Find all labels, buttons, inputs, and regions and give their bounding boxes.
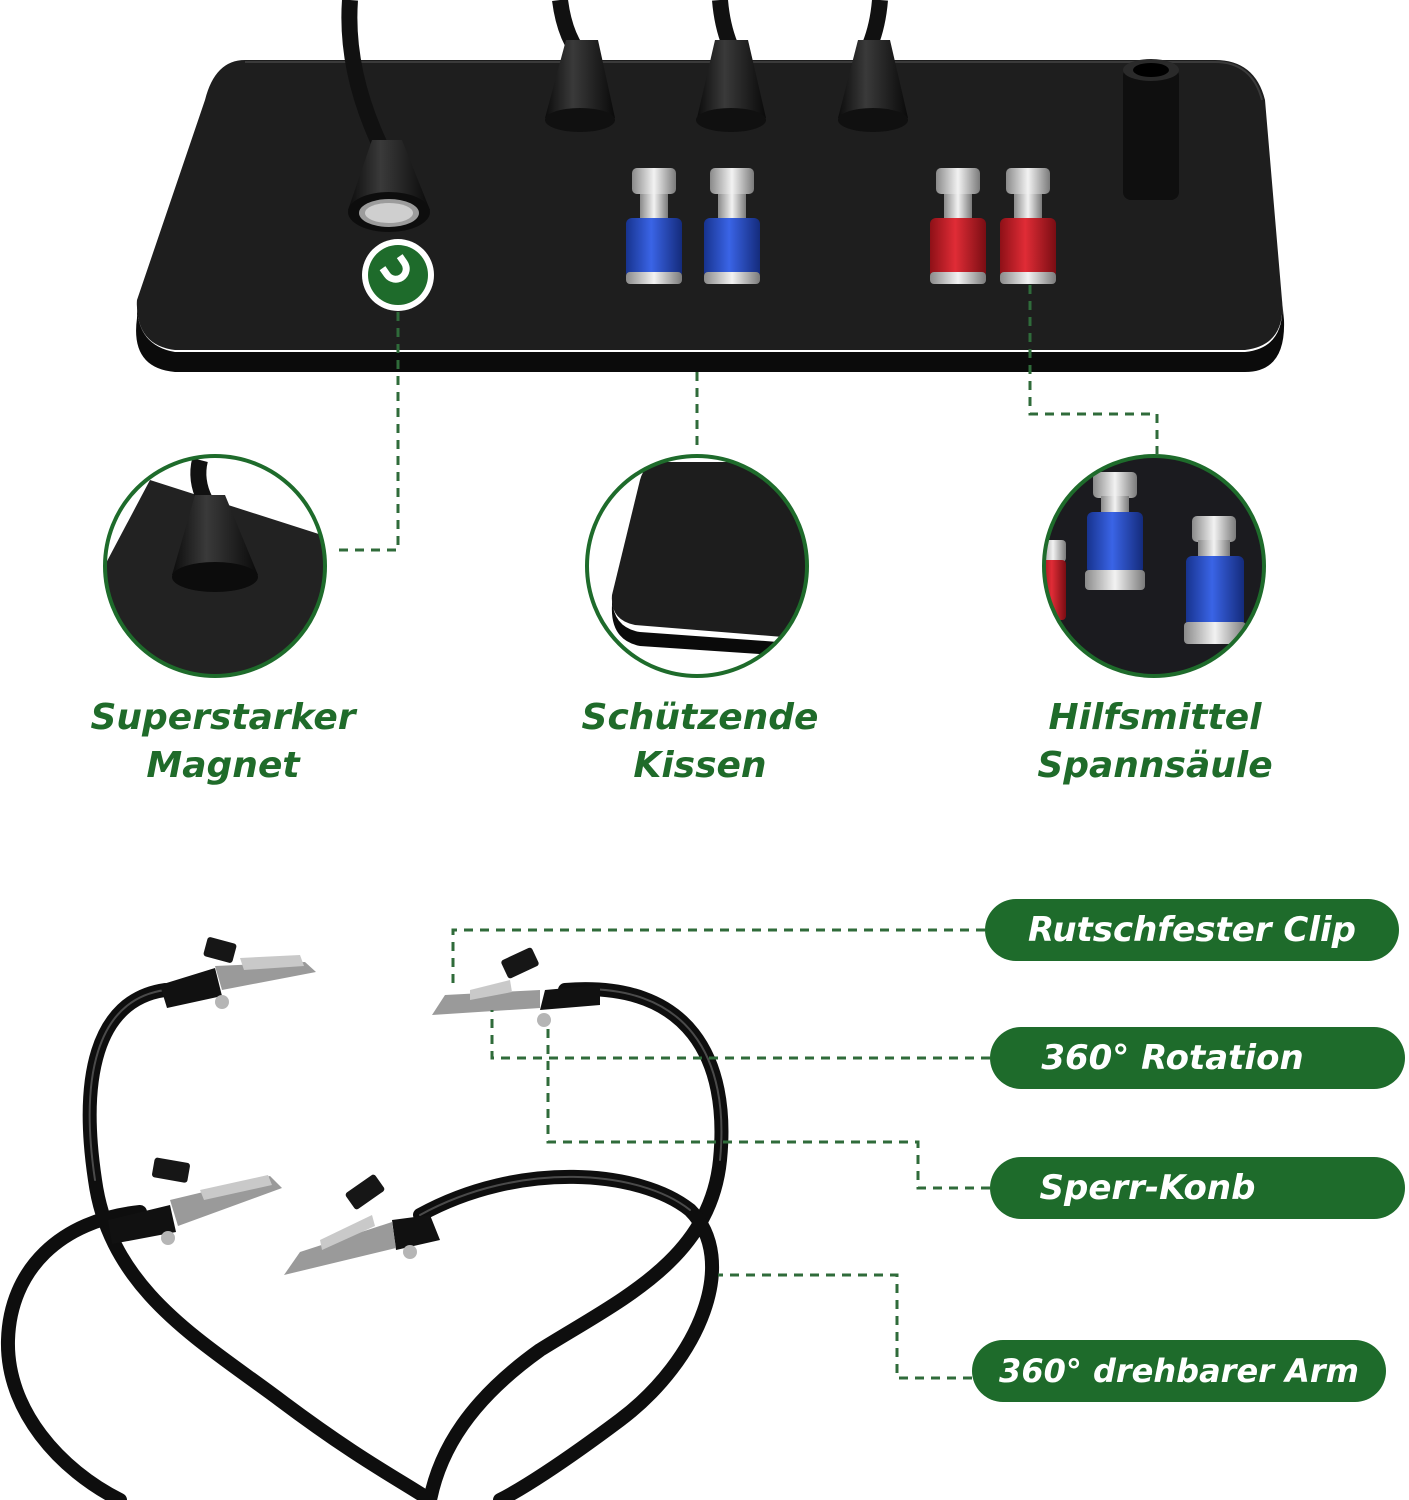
detail-magnet bbox=[103, 454, 327, 678]
alligator-clip bbox=[160, 937, 316, 1009]
alligator-clip bbox=[108, 1157, 282, 1245]
alligator-clip bbox=[432, 947, 600, 1027]
feature-caption-cushion: Schützende Kissen bbox=[520, 694, 880, 790]
callout-label: Rutschfester Clip bbox=[1028, 910, 1356, 950]
feature-caption-magnet: Superstarker Magnet bbox=[43, 694, 403, 790]
detail-cushion bbox=[585, 454, 809, 678]
callout-lines bbox=[451, 928, 990, 1380]
callout-anti-slip-clip: Rutschfester Clip bbox=[985, 899, 1399, 961]
feature-caption-line: Superstarker bbox=[90, 697, 356, 738]
feature-caption-line: Kissen bbox=[633, 745, 767, 786]
connector-lines bbox=[332, 285, 1159, 552]
feature-caption-line: Hilfsmittel bbox=[1048, 697, 1262, 738]
alligator-clip bbox=[284, 1174, 440, 1275]
callout-label: Sperr-Konb bbox=[1039, 1168, 1256, 1208]
feature-caption-column: Hilfsmittel Spannsäule bbox=[975, 694, 1335, 790]
callout-rotating-arm: 360° drehbarer Arm bbox=[972, 1340, 1386, 1402]
callout-lock-knob: Sperr-Konb bbox=[990, 1157, 1405, 1219]
feature-caption-line: Spannsäule bbox=[1037, 745, 1273, 786]
callout-label: 360° drehbarer Arm bbox=[999, 1352, 1359, 1390]
holder-tube bbox=[1123, 59, 1179, 200]
clamp-pins bbox=[626, 168, 1056, 284]
flexible-arms bbox=[0, 982, 729, 1500]
callout-label: 360° Rotation bbox=[1041, 1038, 1304, 1078]
feature-caption-line: Schützende bbox=[581, 697, 819, 738]
blue-pin bbox=[704, 168, 760, 284]
callout-rotation: 360° Rotation bbox=[990, 1027, 1405, 1089]
red-pin bbox=[930, 168, 986, 284]
base-arm bbox=[341, 0, 908, 232]
magnet-icon bbox=[362, 239, 434, 311]
blue-pin bbox=[626, 168, 682, 284]
red-pin bbox=[1000, 168, 1056, 284]
detail-pin bbox=[1042, 454, 1266, 678]
feature-caption-line: Magnet bbox=[146, 745, 300, 786]
